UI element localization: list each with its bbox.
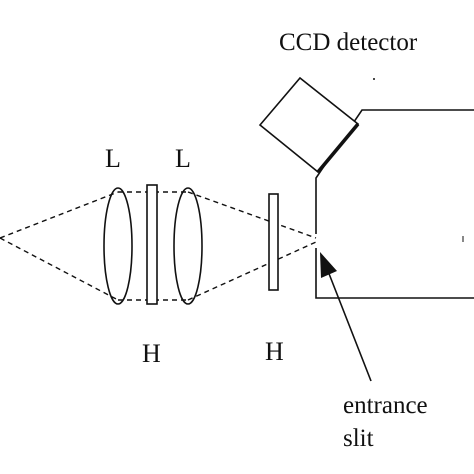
ccd-detector-face — [316, 122, 360, 174]
entrance-slit-arrow-shaft — [325, 265, 372, 382]
stray-dot — [373, 78, 375, 80]
label-filter-left: H — [142, 339, 161, 368]
ray-right-upper — [187, 191, 317, 239]
ray-left-upper — [0, 191, 119, 239]
label-lens-left: L — [105, 144, 121, 173]
lens-left — [103, 187, 133, 305]
housing-lower-edge — [315, 248, 474, 299]
label-slit: slit — [343, 425, 374, 452]
label-lens-right: L — [175, 144, 191, 173]
entrance-slit-arrowhead — [320, 252, 337, 278]
filter-plate-left — [146, 184, 158, 305]
beam-rays — [0, 191, 317, 301]
filter-plate-right — [268, 193, 279, 291]
label-ccd-detector: CCD detector — [279, 29, 418, 56]
ccd-detector-box — [258, 76, 360, 174]
lens-right — [173, 187, 203, 305]
label-entrance: entrance — [343, 392, 428, 419]
label-filter-right: H — [265, 337, 284, 366]
ray-left-lower — [0, 237, 119, 301]
ray-right-lower — [187, 241, 317, 301]
